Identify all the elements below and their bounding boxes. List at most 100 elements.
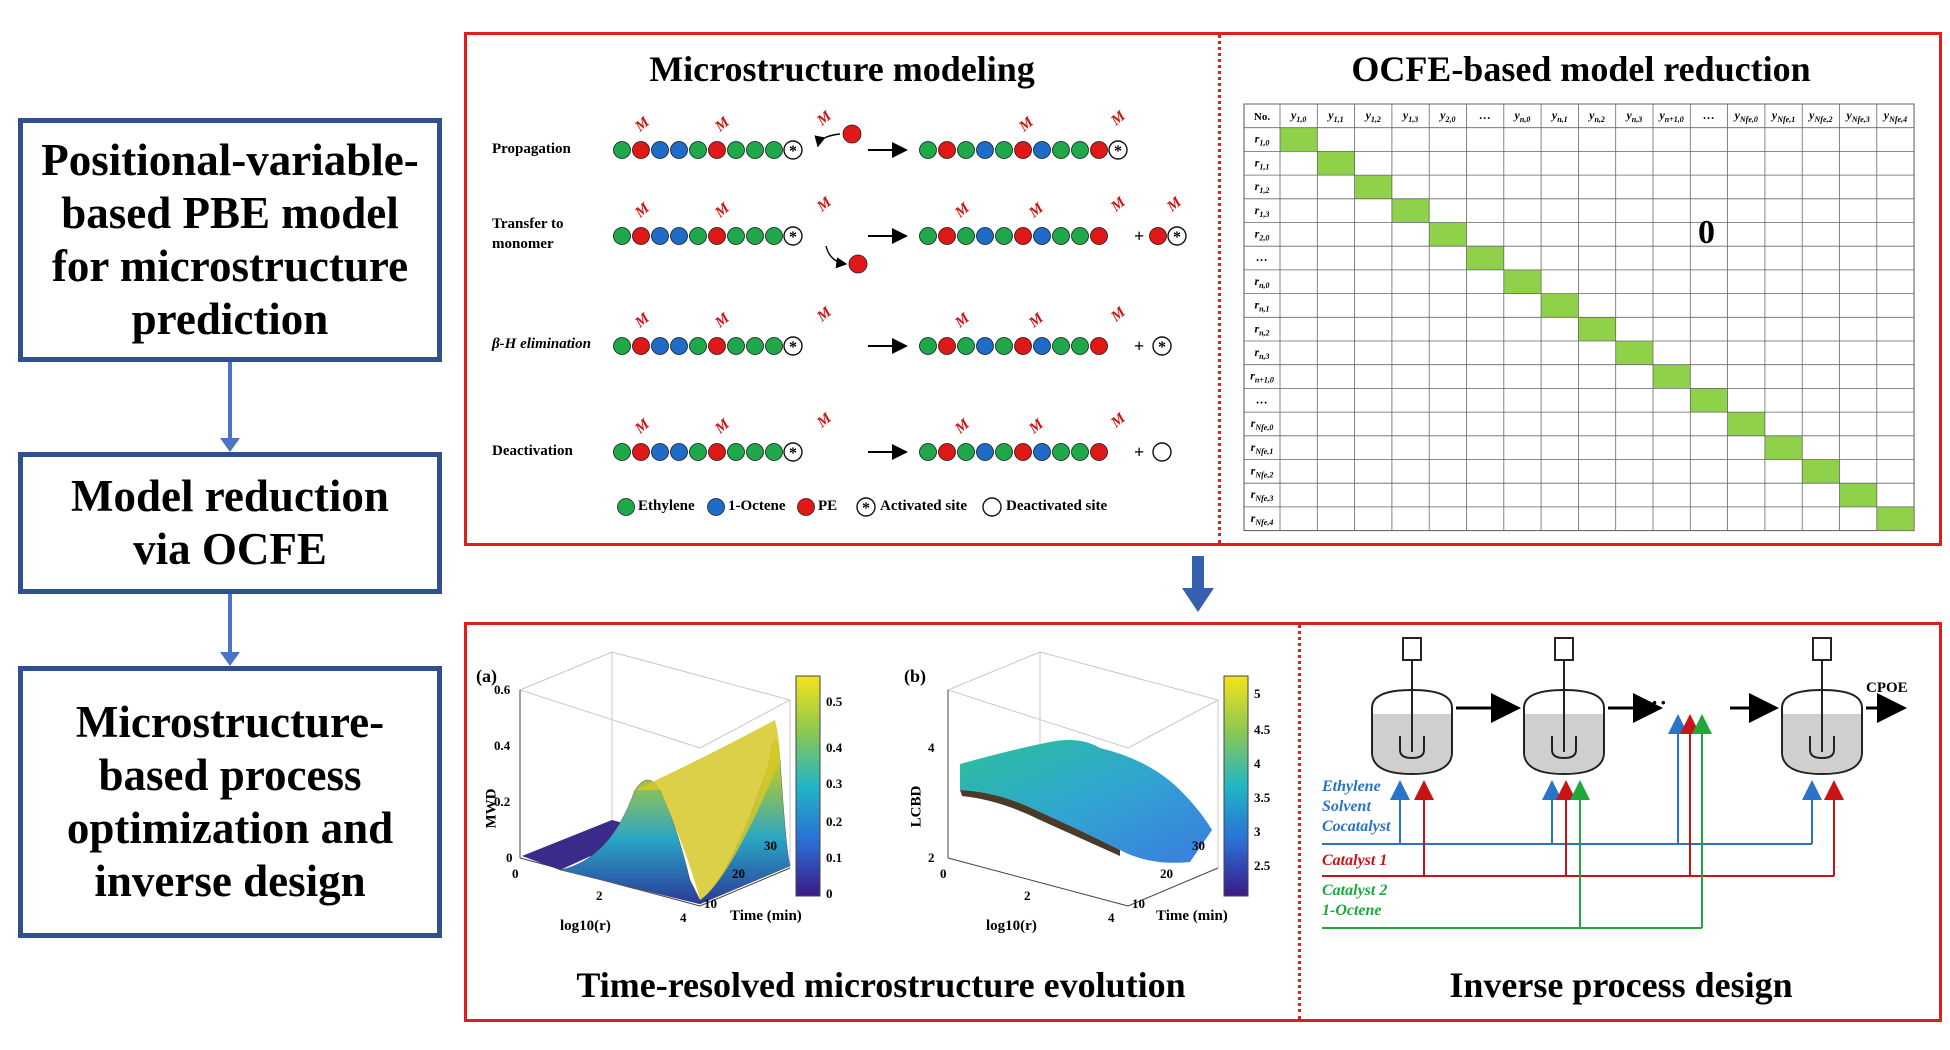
- plot-b-cbar-1: 3: [1254, 824, 1261, 839]
- legend-deactivated: Deactivated site: [1006, 498, 1108, 514]
- beta-freed-site-star: *: [1158, 339, 1166, 356]
- propagation-label: Propagation: [492, 141, 571, 157]
- beta-right-monomer: [1014, 337, 1032, 355]
- plot-a-xlabel: log10(r): [560, 918, 611, 934]
- plot-a-cbar-3: 0.3: [826, 776, 843, 791]
- deact-left-monomer: [708, 443, 726, 461]
- beta-left-site: [783, 336, 803, 356]
- propagation-left-monomer: [651, 141, 669, 159]
- matrix-row-header: r1,3: [1255, 203, 1270, 219]
- deact-right-monomer: [938, 443, 956, 461]
- matrix-col-header: yNfe,1: [1770, 108, 1795, 124]
- propagation-right-monomer: [995, 141, 1013, 159]
- beta-right-monomer: [1033, 337, 1051, 355]
- matrix-diagonal-cell: [1764, 435, 1803, 460]
- beta-left-monomer: [632, 337, 650, 355]
- matrix-col-header: …: [1703, 108, 1715, 122]
- transfer-curve: [825, 245, 848, 269]
- plot-a: [518, 651, 821, 907]
- propagation-right-monomer: [1052, 141, 1070, 159]
- process-diagram: [1322, 637, 1907, 929]
- matrix-row-header: rNfe,1: [1251, 440, 1274, 456]
- propagation-right-monomer: [1071, 141, 1089, 159]
- propagation-left-monomer: [613, 141, 631, 159]
- transfer-left-monomer: [727, 227, 745, 245]
- matrix-row-header: rn,0: [1254, 274, 1269, 290]
- plot-b-xtick-1: 2: [1024, 888, 1031, 903]
- legend-ethylene: Ethylene: [638, 498, 695, 514]
- propagation-left-monomer: [708, 141, 726, 159]
- reactor-2-motor: [1554, 637, 1574, 661]
- reactor-1-motor: [1402, 637, 1422, 661]
- plot-a-tag: (a): [476, 666, 497, 686]
- matrix-row-header: …: [1256, 392, 1268, 406]
- reactor-3-impeller: [1809, 736, 1835, 760]
- transfer-left-site: [783, 226, 803, 246]
- matrix-row-header: r1,0: [1255, 132, 1270, 148]
- propagation-right-monomer: [957, 141, 975, 159]
- matrix-row-header: r2,0: [1255, 227, 1270, 243]
- transfer-new-site: [1167, 226, 1187, 246]
- transfer-right-monomer: [995, 227, 1013, 245]
- matrix-diagonal-cell: [1839, 483, 1877, 507]
- legend-octene-marker: [707, 498, 725, 516]
- matrix-diagonal-cell: [1391, 198, 1430, 223]
- beta-left-site-star: *: [789, 339, 797, 356]
- bottom-panel: [464, 622, 1942, 1022]
- deact-right-monomer: [1090, 443, 1108, 461]
- flow-arrow-1: [220, 362, 240, 452]
- plot-a-ztick-1: 0.2: [494, 794, 511, 809]
- flow-box-pbe-model: Positional-variable-based PBE model for …: [18, 118, 442, 362]
- propagation-left-site: [783, 140, 803, 160]
- transfer-left-monomer: [689, 227, 707, 245]
- matrix-row-header: …: [1256, 250, 1268, 264]
- beta-freed-site: [1152, 336, 1172, 356]
- matrix-diagonal-cell: [1317, 151, 1355, 176]
- matrix-diagonal-cell: [1876, 506, 1915, 531]
- deact-right-monomer: [1014, 443, 1032, 461]
- top-panel: [464, 32, 1942, 546]
- plot-a-cbar-2: 0.2: [826, 814, 843, 829]
- deact-right-monomer: [1071, 443, 1089, 461]
- transfer-left-monomer: [632, 227, 650, 245]
- deact-left-monomer: [613, 443, 631, 461]
- panel-down-arrow: [1182, 556, 1214, 612]
- matrix-diagonal-cell: [1802, 459, 1840, 484]
- matrix-col-header: yNfe,4: [1882, 108, 1907, 124]
- plot-a-ytick-2: 30: [764, 838, 777, 853]
- matrix-col-header: y1,3: [1401, 108, 1418, 124]
- matrix-row-header: rn,2: [1254, 321, 1269, 337]
- legend-activated: Activated site: [880, 498, 968, 514]
- propagation-right-site-star: *: [1114, 143, 1122, 160]
- matrix-row-header: rn,3: [1254, 345, 1269, 361]
- propagation-curve: [814, 133, 841, 148]
- matrix-diagonal-cell: [1653, 364, 1691, 389]
- legend-activated-marker-star: *: [862, 500, 870, 517]
- matrix-diagonal-cell: [1429, 222, 1467, 247]
- process-dots: · · ·: [1642, 690, 1667, 715]
- beta-right-monomer: [995, 337, 1013, 355]
- legend-pe: PE: [818, 498, 838, 514]
- flow-box-optimization-text: Microstructure-based process optimizatio…: [66, 697, 394, 906]
- transfer-left-monomer: [708, 227, 726, 245]
- plot-b-tag: (b): [904, 666, 926, 686]
- plot-a-ztick-0: 0: [506, 850, 513, 865]
- matrix-row-header: rNfe,2: [1251, 464, 1274, 480]
- plot-b-cbar-3: 4: [1254, 756, 1261, 771]
- plot-b-xlabel: log10(r): [986, 918, 1037, 934]
- reactor-1-impeller: [1399, 736, 1425, 760]
- transfer-right-monomer: [976, 227, 994, 245]
- ocfe-zero: 0: [1698, 214, 1715, 251]
- matrix-row-header: rNfe,4: [1251, 511, 1274, 527]
- deactivated-site: [1152, 442, 1172, 462]
- transfer-right-monomer: [938, 227, 956, 245]
- deact-left-monomer: [746, 443, 764, 461]
- micro-title: Microstructure modeling: [649, 49, 1035, 89]
- matrix-col-header: y2,0: [1438, 108, 1455, 124]
- matrix-diagonal-cell: [1466, 246, 1504, 270]
- plot-a-xtick-2: 4: [680, 910, 687, 925]
- matrix-diagonal-cell: [1354, 175, 1392, 199]
- plot-b-ytick-1: 20: [1160, 866, 1173, 881]
- feed-catalyst-1: Catalyst 1: [1322, 852, 1388, 869]
- matrix-col-header: yn,1: [1550, 108, 1568, 124]
